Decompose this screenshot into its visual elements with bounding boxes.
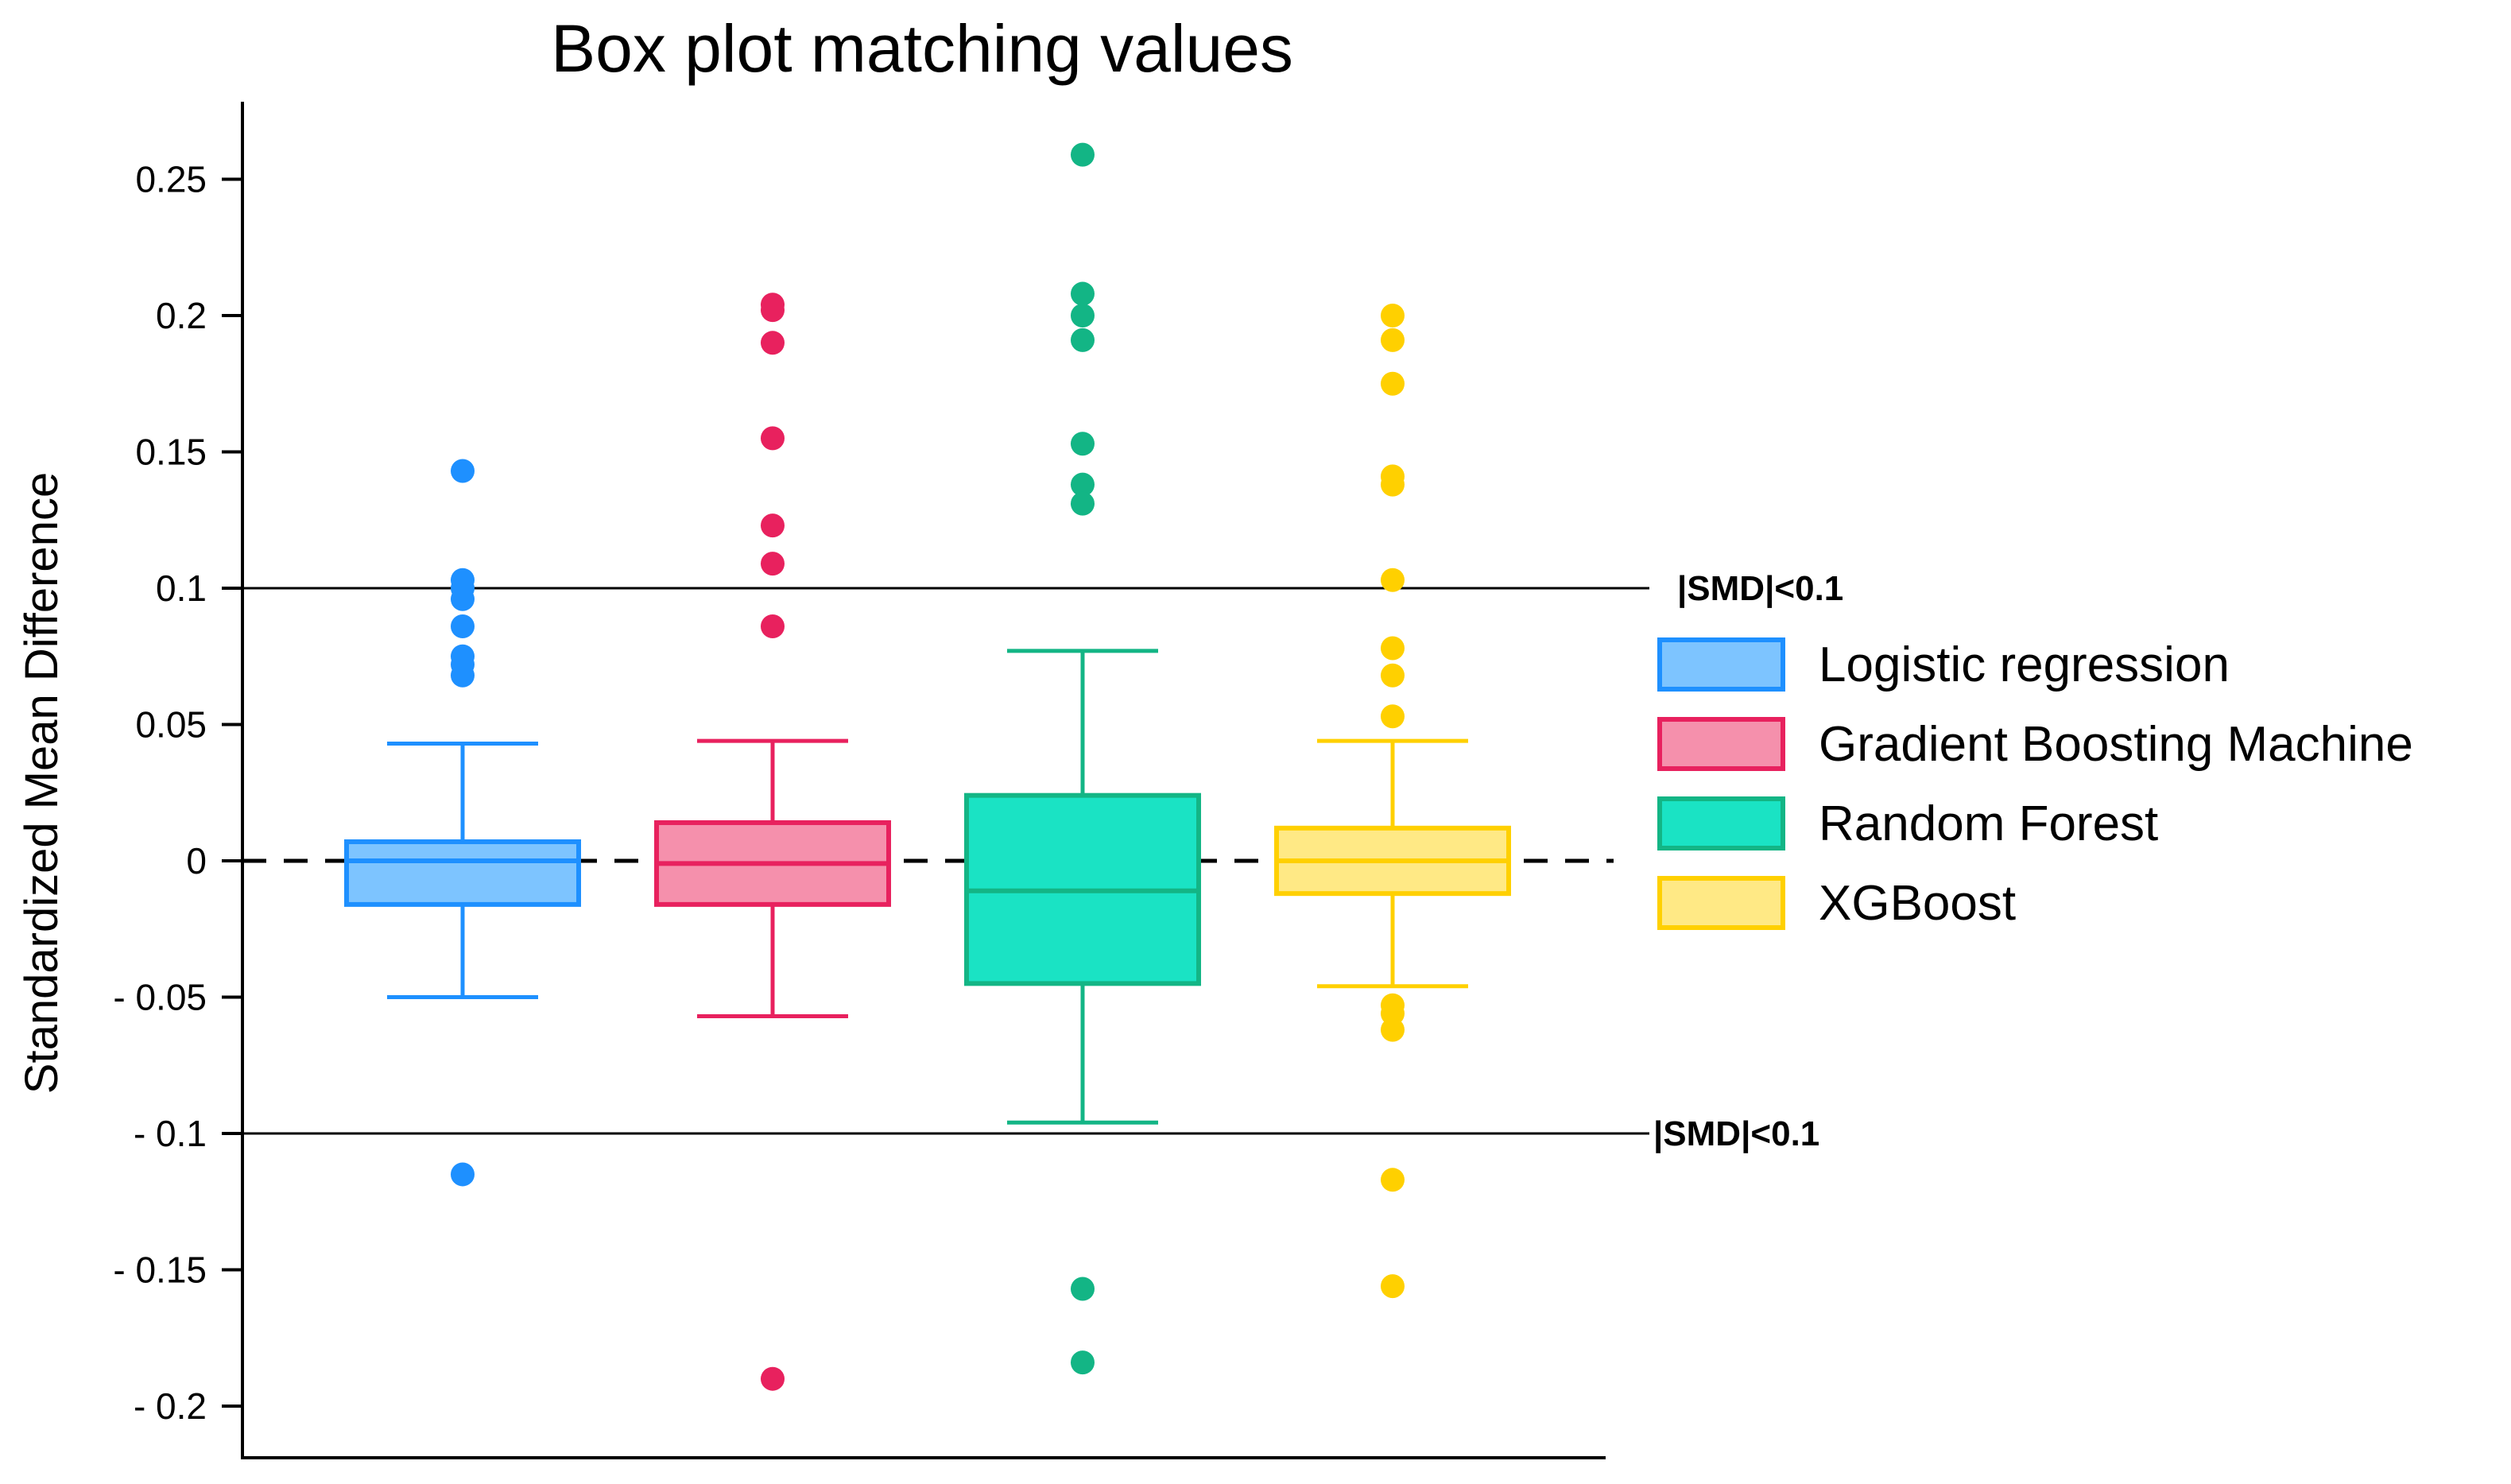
outlier-point xyxy=(1071,1350,1095,1375)
outlier-point xyxy=(1381,1274,1405,1299)
outlier-point xyxy=(451,614,475,639)
legend-label: XGBoost xyxy=(1819,876,2016,931)
outlier-point xyxy=(1381,704,1405,729)
outlier-point xyxy=(1381,472,1405,497)
outlier-point xyxy=(1071,281,1095,306)
box-2 xyxy=(654,293,891,1391)
y-tick-label: 0.15 xyxy=(135,432,207,473)
outlier-point xyxy=(1071,304,1095,327)
legend-label: Random Forest xyxy=(1819,796,2158,851)
legend-swatch xyxy=(1657,796,1785,850)
outlier-point xyxy=(451,587,475,611)
outlier-point xyxy=(1381,371,1405,396)
smd-threshold-label: |SMD|<0.1 xyxy=(1677,569,1843,609)
legend-swatch xyxy=(1657,717,1785,771)
outlier-point xyxy=(1071,432,1095,456)
outlier-point xyxy=(451,459,475,483)
outlier-point xyxy=(761,1366,785,1391)
outlier-point xyxy=(451,663,475,688)
box-3 xyxy=(964,142,1201,1375)
outlier-point xyxy=(451,1162,475,1187)
outlier-point xyxy=(1381,1017,1405,1042)
outlier-point xyxy=(1071,327,1095,352)
y-tick-label: 0.1 xyxy=(156,568,207,609)
outlier-point xyxy=(1381,1002,1405,1026)
outlier-point xyxy=(1071,142,1095,167)
y-ticks: 0.25 0.2 0.15 0.1 0.05 0 - 0.05 - 0.1 - 0.15 - 0.… xyxy=(113,159,242,1427)
outlier-point xyxy=(1381,636,1405,661)
outlier-point xyxy=(761,513,785,538)
y-tick-label: 0.2 xyxy=(156,295,207,336)
y-tick-label: - 0.05 xyxy=(113,977,207,1018)
y-tick-label: 0.25 xyxy=(135,159,207,200)
outlier-point xyxy=(1381,568,1405,592)
legend-label: Gradient Boosting Machine xyxy=(1819,717,2413,772)
y-tick-label: 0 xyxy=(186,840,207,881)
legend-swatch xyxy=(1657,876,1785,930)
box-series xyxy=(344,142,1511,1391)
outlier-point xyxy=(1381,327,1405,352)
outlier-point xyxy=(761,552,785,576)
outlier-point xyxy=(1381,304,1405,327)
outlier-point xyxy=(1071,491,1095,516)
outlier-point xyxy=(761,614,785,639)
chart-title: Box plot matching values xyxy=(551,11,1293,86)
outlier-point xyxy=(1381,663,1405,688)
outlier-point xyxy=(761,331,785,355)
outlier-point xyxy=(761,426,785,451)
outlier-point xyxy=(1071,472,1095,497)
y-tick-label: 0.05 xyxy=(135,704,207,746)
legend-swatch xyxy=(1657,637,1785,692)
y-tick-label: - 0.2 xyxy=(134,1385,207,1427)
iqr-box xyxy=(344,839,581,907)
box-4 xyxy=(1274,304,1511,1299)
smd-threshold-label: |SMD|<0.1 xyxy=(1653,1114,1819,1154)
y-tick-label: - 0.1 xyxy=(134,1113,207,1154)
y-tick-label: - 0.15 xyxy=(113,1250,207,1291)
box-1 xyxy=(344,459,581,1187)
outlier-point xyxy=(761,298,785,323)
y-axis-label: Standardized Mean Difference xyxy=(16,472,68,1094)
outlier-point xyxy=(1381,1168,1405,1192)
legend-label: Logistic regression xyxy=(1819,637,2230,692)
outlier-point xyxy=(1071,1277,1095,1301)
